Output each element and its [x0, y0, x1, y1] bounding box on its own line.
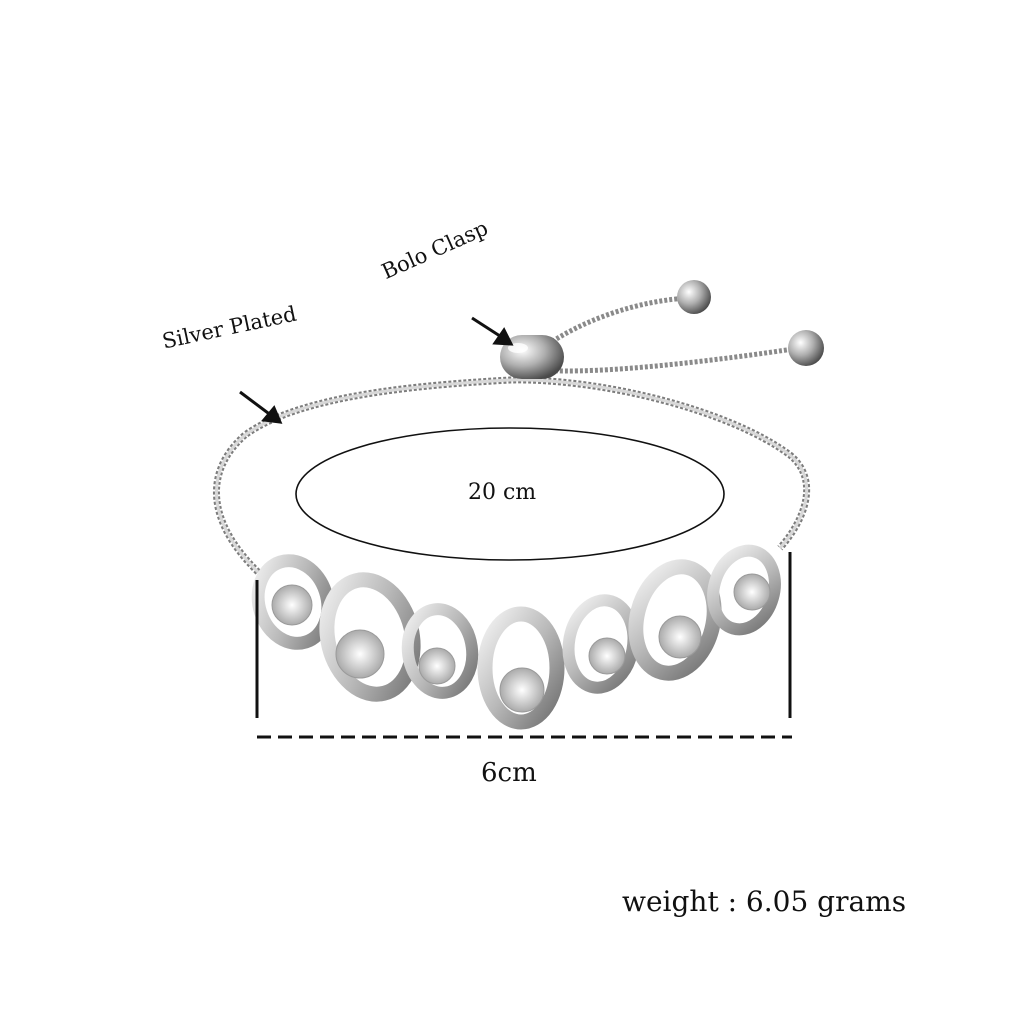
end-bead-upper: [677, 280, 711, 314]
arrow-bolo: [471, 316, 514, 346]
charm-6: [628, 559, 722, 681]
width-measure: [255, 552, 792, 739]
label-circumference: 20 cm: [468, 480, 537, 505]
charm-3: [401, 603, 479, 699]
charm-7: [707, 544, 781, 636]
circumference-ellipse: [295, 427, 725, 561]
end-bead-lower: [788, 330, 824, 366]
charm-4: [477, 606, 565, 730]
charm-5: [562, 594, 640, 694]
label-weight: weight : 6.05 grams: [622, 885, 907, 918]
arrow-silver: [239, 390, 283, 424]
chain-tail-lower: [539, 345, 801, 374]
charm-1: [251, 554, 335, 650]
chain-tail-upper: [538, 295, 691, 353]
charms: [251, 544, 781, 730]
label-width: 6cm: [481, 758, 537, 788]
